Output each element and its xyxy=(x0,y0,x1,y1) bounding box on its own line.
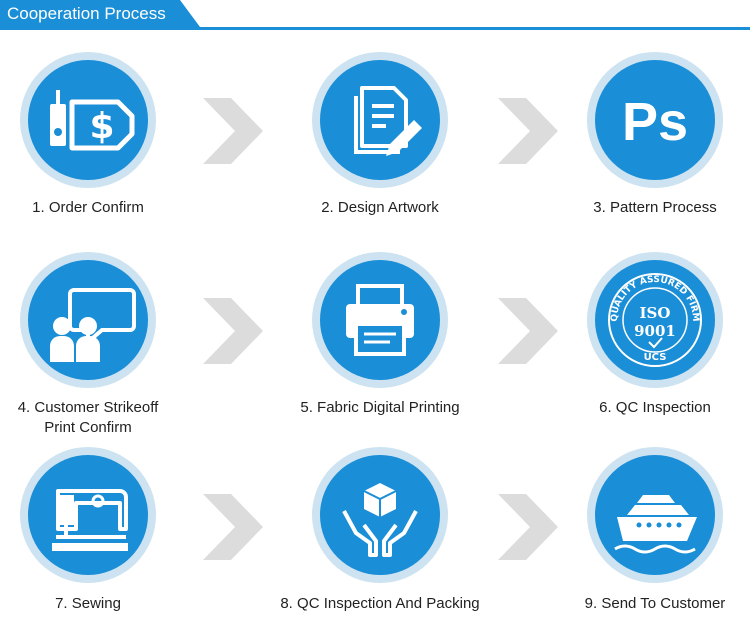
step-disc: $ xyxy=(20,52,156,188)
step-label: 6. QC Inspection xyxy=(599,399,711,416)
step-disc: Ps xyxy=(587,52,723,188)
svg-text:UCS: UCS xyxy=(644,352,667,363)
step-label: 7. Sewing xyxy=(55,595,121,612)
step-disc xyxy=(20,447,156,583)
header-tab xyxy=(0,0,200,27)
header-bar: Cooperation Process xyxy=(0,0,750,30)
arrow-right-icon xyxy=(203,494,263,560)
iso-seal-icon: QUALITY ASSURED FIRM ISO 9001 UCS xyxy=(595,260,715,380)
arrow-right-icon xyxy=(203,98,263,164)
step-disc xyxy=(312,252,448,388)
arrow-right-icon xyxy=(498,494,558,560)
arrow-right-icon xyxy=(498,298,558,364)
svg-text:ISO: ISO xyxy=(640,304,671,322)
step-label: 4. Customer Strikeoff Print Confirm xyxy=(0,398,188,438)
step-label-line2: Print Confirm xyxy=(44,419,132,436)
photoshop-icon: Ps xyxy=(595,60,715,180)
arrow-right-icon xyxy=(498,98,558,164)
hands-box-icon xyxy=(320,455,440,575)
people-chat-icon xyxy=(28,260,148,380)
svg-text:Ps: Ps xyxy=(622,92,688,152)
printer-icon xyxy=(320,260,440,380)
step-disc xyxy=(20,252,156,388)
step-label: 9. Send To Customer xyxy=(584,595,726,612)
step-disc xyxy=(587,447,723,583)
ship-icon xyxy=(595,455,715,575)
step-disc xyxy=(312,52,448,188)
step-label: 5. Fabric Digital Printing xyxy=(300,399,460,416)
sewing-machine-icon xyxy=(28,455,148,575)
step-label: 8. QC Inspection And Packing xyxy=(280,595,480,612)
document-pencil-icon xyxy=(320,60,440,180)
page-title: Cooperation Process xyxy=(7,4,166,23)
step-disc: QUALITY ASSURED FIRM ISO 9001 UCS xyxy=(587,252,723,388)
arrow-right-icon xyxy=(203,298,263,364)
step-label: 1. Order Confirm xyxy=(32,199,144,216)
payment-card-icon: $ xyxy=(28,60,148,180)
svg-text:9001: 9001 xyxy=(634,322,676,340)
step-label: 3. Pattern Process xyxy=(593,199,717,216)
step-label-line1: 4. Customer Strikeoff xyxy=(17,399,159,416)
svg-text:$: $ xyxy=(89,106,114,147)
step-disc xyxy=(312,447,448,583)
step-label: 2. Design Artwork xyxy=(321,199,439,216)
header-divider xyxy=(0,27,750,30)
